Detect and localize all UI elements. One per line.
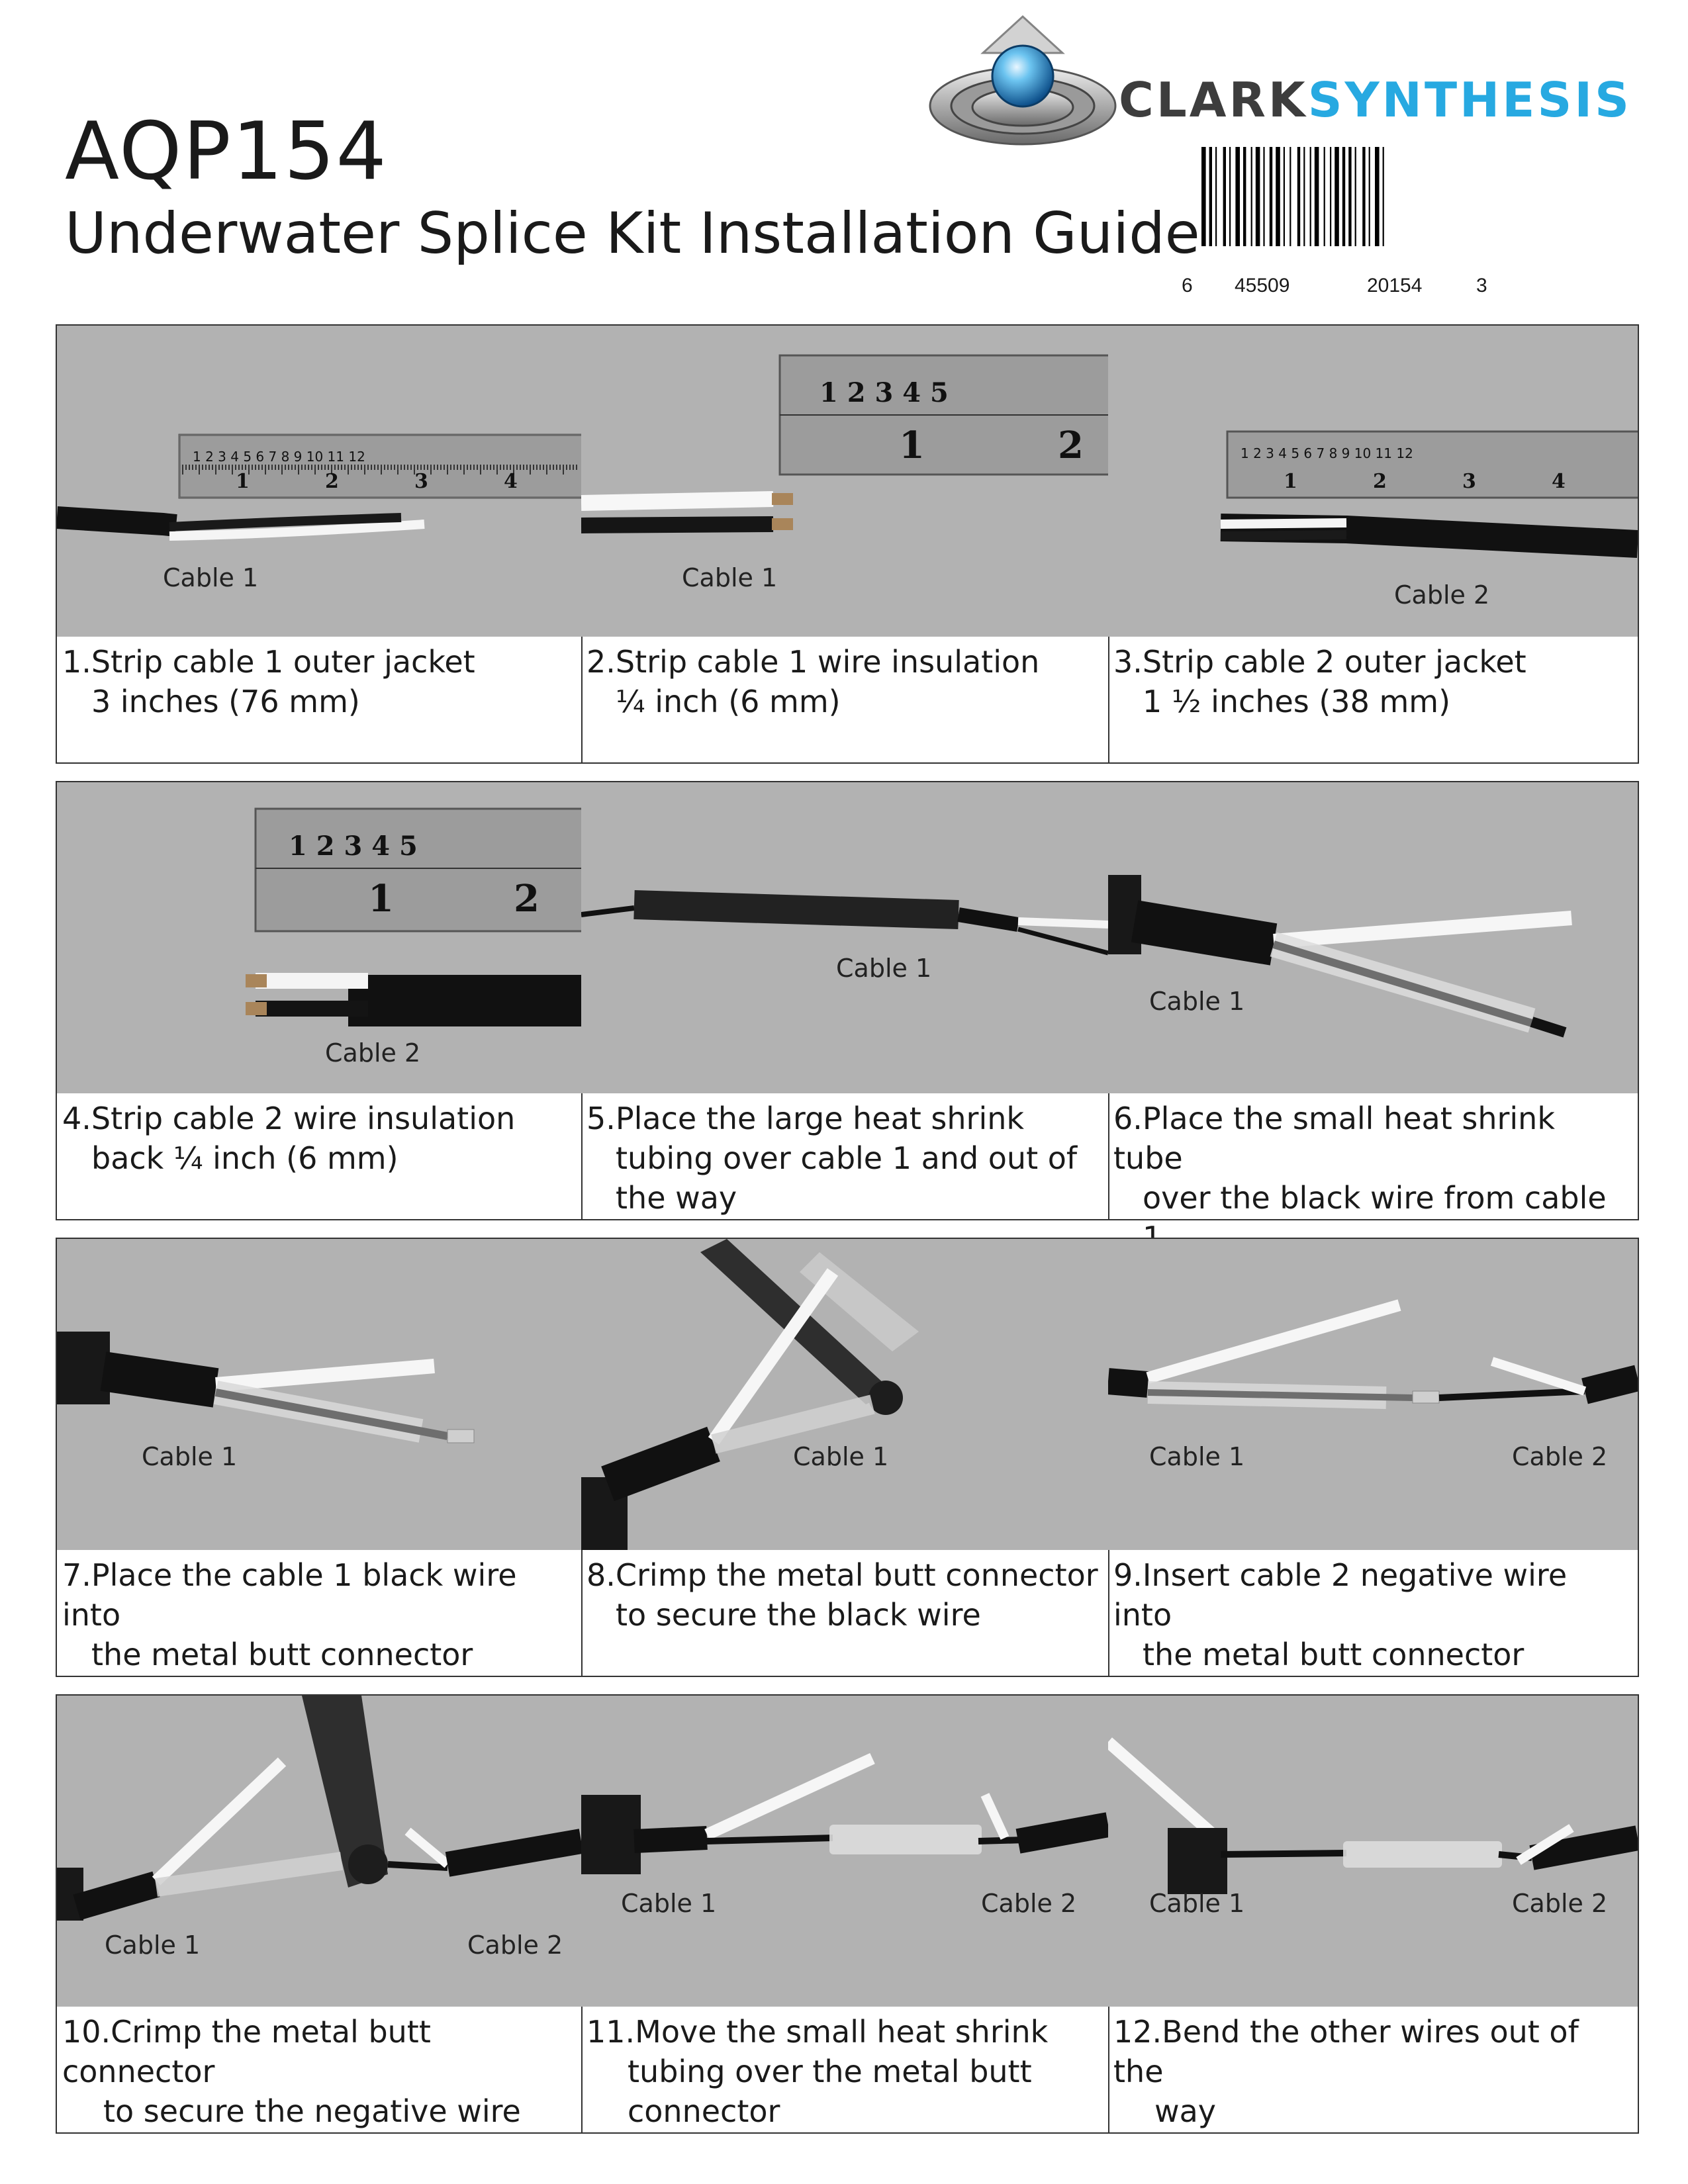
ruler-image: 1 2 3 4 5 6 7 8 9 10 11 12 1 2 3 4 <box>1226 430 1638 499</box>
step-5-cable-label: Cable 1 <box>836 954 932 983</box>
product-barcode: 6 45509 20154 3 <box>1182 147 1499 296</box>
step-card-6: Cable 1 6.Place the small heat shrink tu… <box>1108 782 1638 1255</box>
crimp-tool-image <box>700 1239 919 1415</box>
step-card-8: Cable 1 8.Crimp the metal butt connector… <box>581 1239 1109 1676</box>
barcode-bars <box>1201 147 1384 246</box>
step-10-caption: 10.Crimp the metal butt connector to sec… <box>62 2014 521 2129</box>
ruler-image: 1 2 3 4 5 1 2 <box>254 807 581 933</box>
step-8-cable-label: Cable 1 <box>793 1442 889 1471</box>
step-12-cable-2-label: Cable 2 <box>1512 1889 1608 1918</box>
step-5-caption: 5.Place the large heat shrink tubing ove… <box>586 1101 1078 1216</box>
step-card-9: Cable 1 Cable 2 9.Insert cable 2 negativ… <box>1108 1239 1638 1676</box>
svg-text:4: 4 <box>504 470 518 493</box>
step-2-caption: 2.Strip cable 1 wire insulation ¼ inch (… <box>586 644 1040 719</box>
step-card-3: 1 2 3 4 5 6 7 8 9 10 11 12 1 2 3 4 Cable… <box>1108 326 1638 762</box>
guide-title: Underwater Splice Kit Installation Guide <box>65 201 1200 267</box>
step-12-caption: 12.Bend the other wires out of the way <box>1113 2014 1579 2129</box>
step-3-cable-label: Cable 2 <box>1394 580 1490 610</box>
svg-text:2: 2 <box>325 470 339 493</box>
step-1-cable-label: Cable 1 <box>163 563 259 592</box>
step-7-caption: 7.Place the cable 1 black wire into the … <box>62 1557 517 1672</box>
model-number: AQP154 <box>65 106 388 198</box>
step-12-photo: Cable 1 Cable 2 <box>1108 1696 1638 2007</box>
step-4-cable-label: Cable 2 <box>325 1038 421 1068</box>
brand-wordmark: CLARKSYNTHESIS <box>1119 72 1632 128</box>
step-9-photo: Cable 1 Cable 2 <box>1108 1239 1638 1550</box>
svg-text:1: 1 <box>1284 470 1297 493</box>
step-10-cable-2-label: Cable 2 <box>467 1931 563 1960</box>
step-card-11: Cable 1 Cable 2 11.Move the small heat s… <box>581 1696 1109 2132</box>
steps-row-4: Cable 1 Cable 2 10.Crimp the metal butt … <box>56 1694 1639 2134</box>
step-11-photo: Cable 1 Cable 2 <box>581 1696 1108 2007</box>
step-2-cable-label: Cable 1 <box>682 563 778 592</box>
barcode-digit-1: 6 <box>1182 275 1193 296</box>
step-6-photo: Cable 1 <box>1108 782 1638 1093</box>
step-4-caption: 4.Strip cable 2 wire insulation back ¼ i… <box>62 1101 516 1176</box>
steps-row-3: Cable 1 7.Place the cable 1 black wire i… <box>56 1238 1639 1677</box>
svg-text:1 2 3 4 5: 1 2 3 4 5 <box>820 377 949 408</box>
step-10-photo: Cable 1 Cable 2 <box>57 1696 581 2007</box>
logo-orb-icon <box>929 15 1117 146</box>
step-card-4: 1 2 3 4 5 1 2 Cable 2 4.Strip cable 2 wi… <box>57 782 583 1219</box>
svg-text:1: 1 <box>899 424 925 467</box>
step-1-caption: 1.Strip cable 1 outer jacket 3 inches (7… <box>62 644 475 719</box>
crimp-tool-image <box>302 1696 388 1888</box>
step-8-photo: Cable 1 <box>581 1239 1108 1550</box>
svg-text:1 2 3 4 5 6 7 8 9 10 1: 1 2 3 4 5 6 7 8 9 10 11 12 <box>193 449 365 465</box>
ruler-image: 1 2 3 4 5 6 7 8 9 10 11 12 1 2 3 4 <box>178 433 581 499</box>
svg-text:3: 3 <box>414 470 428 493</box>
barcode-digit-4: 3 <box>1476 275 1487 296</box>
step-4-photo: 1 2 3 4 5 1 2 Cable 2 <box>57 782 581 1093</box>
step-5-photo: Cable 1 <box>581 782 1108 1093</box>
step-7-cable-label: Cable 1 <box>142 1442 238 1471</box>
svg-text:1 2 3 4 5 6 7 8 9 10 1: 1 2 3 4 5 6 7 8 9 10 11 12 <box>1241 445 1413 461</box>
step-card-7: Cable 1 7.Place the cable 1 black wire i… <box>57 1239 583 1676</box>
step-11-cable-2-label: Cable 2 <box>981 1889 1077 1918</box>
step-card-12: Cable 1 Cable 2 12.Bend the other wires … <box>1108 1696 1638 2132</box>
svg-text:1 2 3 4 5: 1 2 3 4 5 <box>289 831 418 862</box>
svg-text:1: 1 <box>236 470 250 493</box>
step-12-cable-1-label: Cable 1 <box>1149 1889 1245 1918</box>
step-3-caption: 3.Strip cable 2 outer jacket 1 ½ inches … <box>1113 644 1526 719</box>
step-card-10: Cable 1 Cable 2 10.Crimp the metal butt … <box>57 1696 583 2132</box>
step-card-1: 1 2 3 4 5 6 7 8 9 10 11 12 1 2 3 4 Cable… <box>57 326 583 762</box>
svg-text:2: 2 <box>1058 424 1084 467</box>
step-card-5: Cable 1 5.Place the large heat shrink tu… <box>581 782 1109 1219</box>
step-7-photo: Cable 1 <box>57 1239 581 1550</box>
step-11-caption: 11.Move the small heat shrink tubing ove… <box>586 2014 1049 2129</box>
ruler-image: 1 2 3 4 5 1 2 <box>778 354 1108 476</box>
step-1-photo: 1 2 3 4 5 6 7 8 9 10 11 12 1 2 3 4 Cable… <box>57 326 581 637</box>
svg-text:2: 2 <box>514 877 539 921</box>
step-8-caption: 8.Crimp the metal butt connector to secu… <box>586 1557 1098 1633</box>
step-9-caption: 9.Insert cable 2 negative wire into the … <box>1113 1557 1568 1672</box>
svg-text:2: 2 <box>1373 470 1387 493</box>
step-11-cable-1-label: Cable 1 <box>621 1889 717 1918</box>
step-9-cable-1-label: Cable 1 <box>1149 1442 1245 1471</box>
step-6-cable-label: Cable 1 <box>1149 987 1245 1016</box>
step-9-cable-2-label: Cable 2 <box>1512 1442 1608 1471</box>
step-card-2: 1 2 3 4 5 1 2 Cable 1 2.Strip cable 1 wi… <box>581 326 1109 762</box>
barcode-digits-2: 45509 <box>1235 275 1290 296</box>
steps-row-1: 1 2 3 4 5 6 7 8 9 10 11 12 1 2 3 4 Cable… <box>56 324 1639 764</box>
steps-row-2: 1 2 3 4 5 1 2 Cable 2 4.Strip cable 2 wi… <box>56 781 1639 1255</box>
svg-text:3: 3 <box>1462 470 1476 493</box>
barcode-digits-3: 20154 <box>1367 275 1423 296</box>
step-2-photo: 1 2 3 4 5 1 2 Cable 1 <box>581 326 1108 637</box>
svg-text:1: 1 <box>368 877 394 921</box>
svg-text:4: 4 <box>1552 470 1566 493</box>
step-10-cable-1-label: Cable 1 <box>105 1931 201 1960</box>
brand-logo: CLARKSYNTHESIS <box>927 13 1642 159</box>
step-6-caption: 6.Place the small heat shrink tube over … <box>1113 1101 1607 1255</box>
step-3-photo: 1 2 3 4 5 6 7 8 9 10 11 12 1 2 3 4 Cable… <box>1108 326 1638 637</box>
